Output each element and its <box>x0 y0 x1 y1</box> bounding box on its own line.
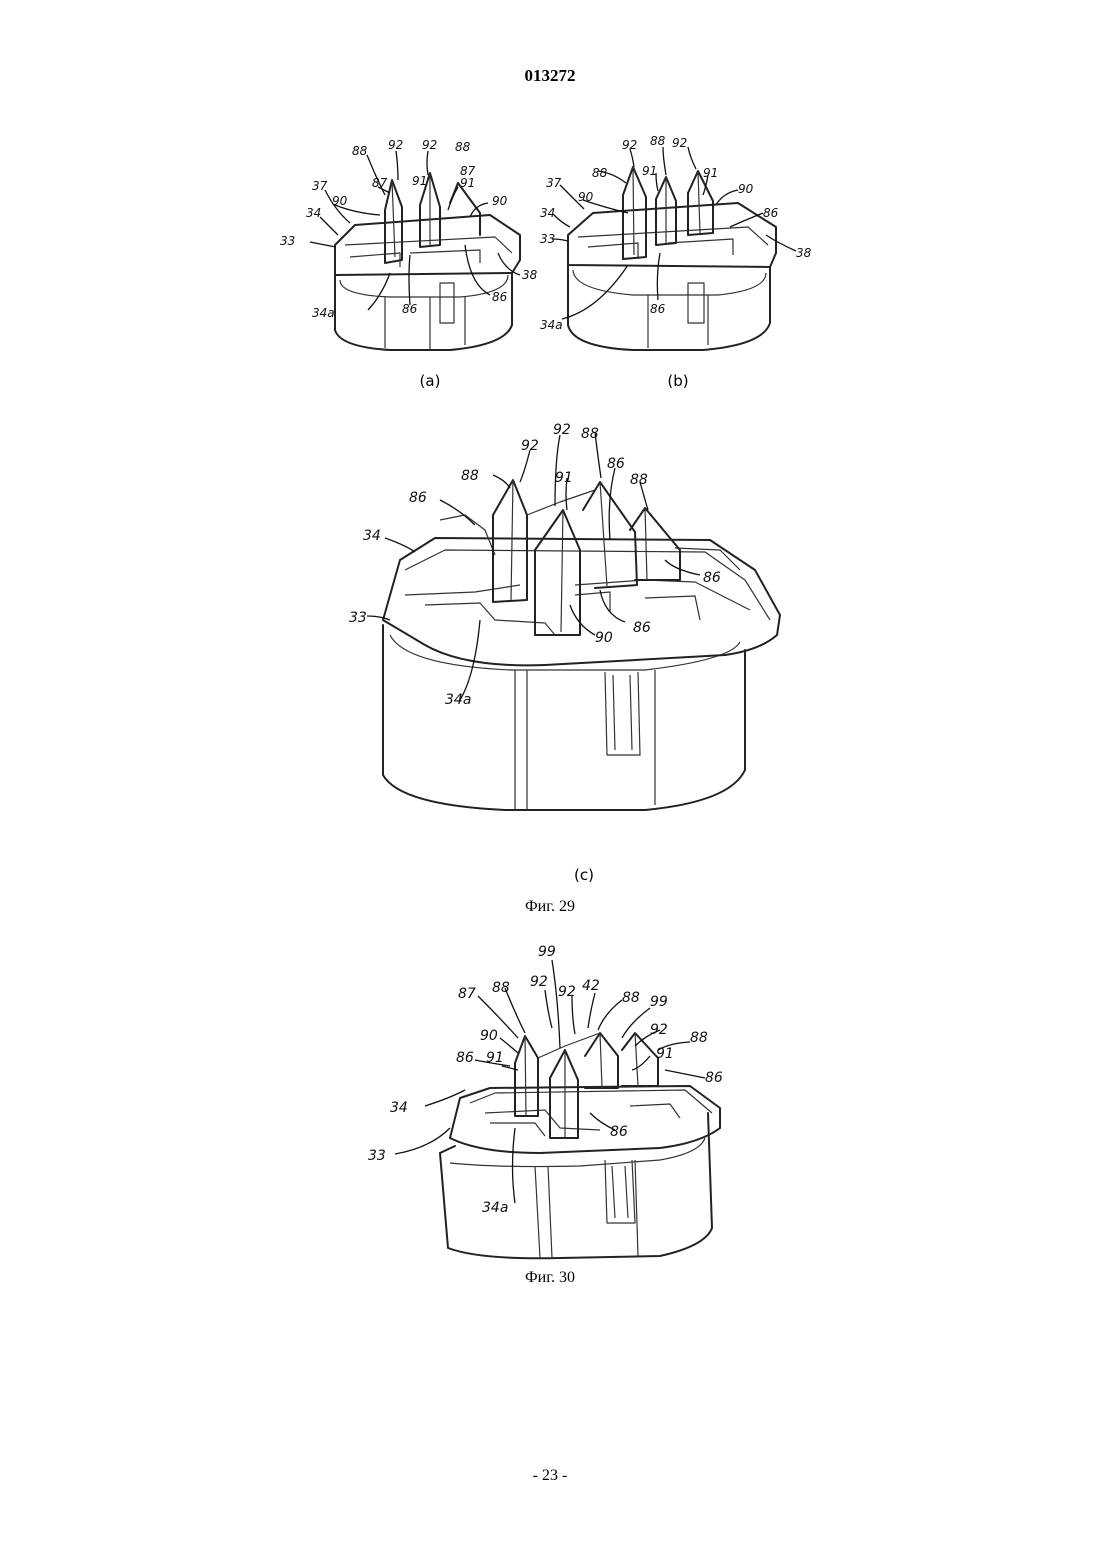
figure-29b-drawing: 92 88 92 88 91 91 37 90 90 34 86 33 38 8… <box>538 135 823 365</box>
svg-text:92: 92 <box>672 136 687 150</box>
svg-text:88: 88 <box>492 980 510 996</box>
svg-text:86: 86 <box>409 490 427 506</box>
svg-text:92: 92 <box>650 1022 668 1038</box>
svg-text:34: 34 <box>306 206 321 220</box>
svg-text:37: 37 <box>312 179 328 193</box>
svg-text:90: 90 <box>480 1028 498 1044</box>
svg-text:86: 86 <box>650 302 666 316</box>
svg-text:88: 88 <box>622 990 640 1006</box>
svg-text:33: 33 <box>349 610 367 626</box>
figure-29c-drawing: 92 92 88 88 91 86 88 86 34 86 33 90 86 3… <box>345 420 795 820</box>
subfigure-label-b: (b) <box>648 372 708 390</box>
svg-text:92: 92 <box>388 138 403 152</box>
svg-text:86: 86 <box>456 1050 474 1066</box>
svg-text:90: 90 <box>492 194 508 208</box>
svg-text:86: 86 <box>705 1070 723 1086</box>
svg-text:34: 34 <box>540 206 555 220</box>
svg-text:86: 86 <box>610 1124 628 1140</box>
svg-text:42: 42 <box>582 978 600 994</box>
svg-text:87: 87 <box>458 986 476 1002</box>
svg-text:37: 37 <box>546 176 562 190</box>
svg-text:34a: 34a <box>312 306 335 320</box>
svg-text:86: 86 <box>763 206 779 220</box>
svg-text:34a: 34a <box>445 692 471 708</box>
svg-text:86: 86 <box>607 456 625 472</box>
svg-text:88: 88 <box>455 140 471 154</box>
svg-text:87: 87 <box>372 176 388 190</box>
svg-text:90: 90 <box>595 630 613 646</box>
subfigure-label-a: (a) <box>400 372 460 390</box>
svg-text:88: 88 <box>461 468 479 484</box>
figure-30-drawing: 99 87 88 92 92 42 88 99 90 92 88 86 91 9… <box>360 938 740 1268</box>
svg-text:38: 38 <box>796 246 812 260</box>
svg-text:86: 86 <box>703 570 721 586</box>
svg-text:92: 92 <box>558 984 576 1000</box>
svg-text:91: 91 <box>486 1050 504 1066</box>
svg-text:88: 88 <box>690 1030 708 1046</box>
svg-text:92: 92 <box>422 138 437 152</box>
svg-text:90: 90 <box>332 194 348 208</box>
svg-text:92: 92 <box>530 974 548 990</box>
svg-text:34a: 34a <box>482 1200 508 1216</box>
svg-text:86: 86 <box>402 302 418 316</box>
svg-text:34: 34 <box>363 528 381 544</box>
svg-text:91: 91 <box>412 174 427 188</box>
svg-text:88: 88 <box>581 426 599 442</box>
svg-text:91: 91 <box>555 470 573 486</box>
svg-text:34: 34 <box>390 1100 408 1116</box>
svg-text:88: 88 <box>650 134 666 148</box>
page-number: - 23 - <box>0 1467 1100 1485</box>
svg-text:90: 90 <box>738 182 754 196</box>
figure-29a-drawing: 88 92 92 88 87 37 87 91 91 90 90 34 33 8… <box>280 135 540 365</box>
svg-text:92: 92 <box>521 438 539 454</box>
svg-text:33: 33 <box>368 1148 386 1164</box>
svg-text:92: 92 <box>622 138 637 152</box>
svg-text:92: 92 <box>553 422 571 438</box>
svg-text:91: 91 <box>642 164 657 178</box>
svg-text:91: 91 <box>460 176 475 190</box>
svg-text:88: 88 <box>352 144 368 158</box>
svg-text:86: 86 <box>633 620 651 636</box>
svg-text:88: 88 <box>592 166 608 180</box>
svg-text:86: 86 <box>492 290 508 304</box>
svg-text:99: 99 <box>538 944 556 960</box>
svg-text:91: 91 <box>703 166 718 180</box>
svg-text:90: 90 <box>578 190 594 204</box>
svg-text:34a: 34a <box>540 318 563 332</box>
svg-text:99: 99 <box>650 994 668 1010</box>
svg-text:38: 38 <box>522 268 538 282</box>
figure-30-caption: Фиг. 30 <box>450 1269 650 1287</box>
svg-text:33: 33 <box>540 232 555 246</box>
subfigure-label-c: (c) <box>554 866 614 884</box>
svg-text:88: 88 <box>630 472 648 488</box>
document-number: 013272 <box>0 66 1100 86</box>
svg-text:33: 33 <box>280 234 295 248</box>
svg-text:91: 91 <box>656 1046 674 1062</box>
figure-29-caption: Фиг. 29 <box>450 898 650 916</box>
